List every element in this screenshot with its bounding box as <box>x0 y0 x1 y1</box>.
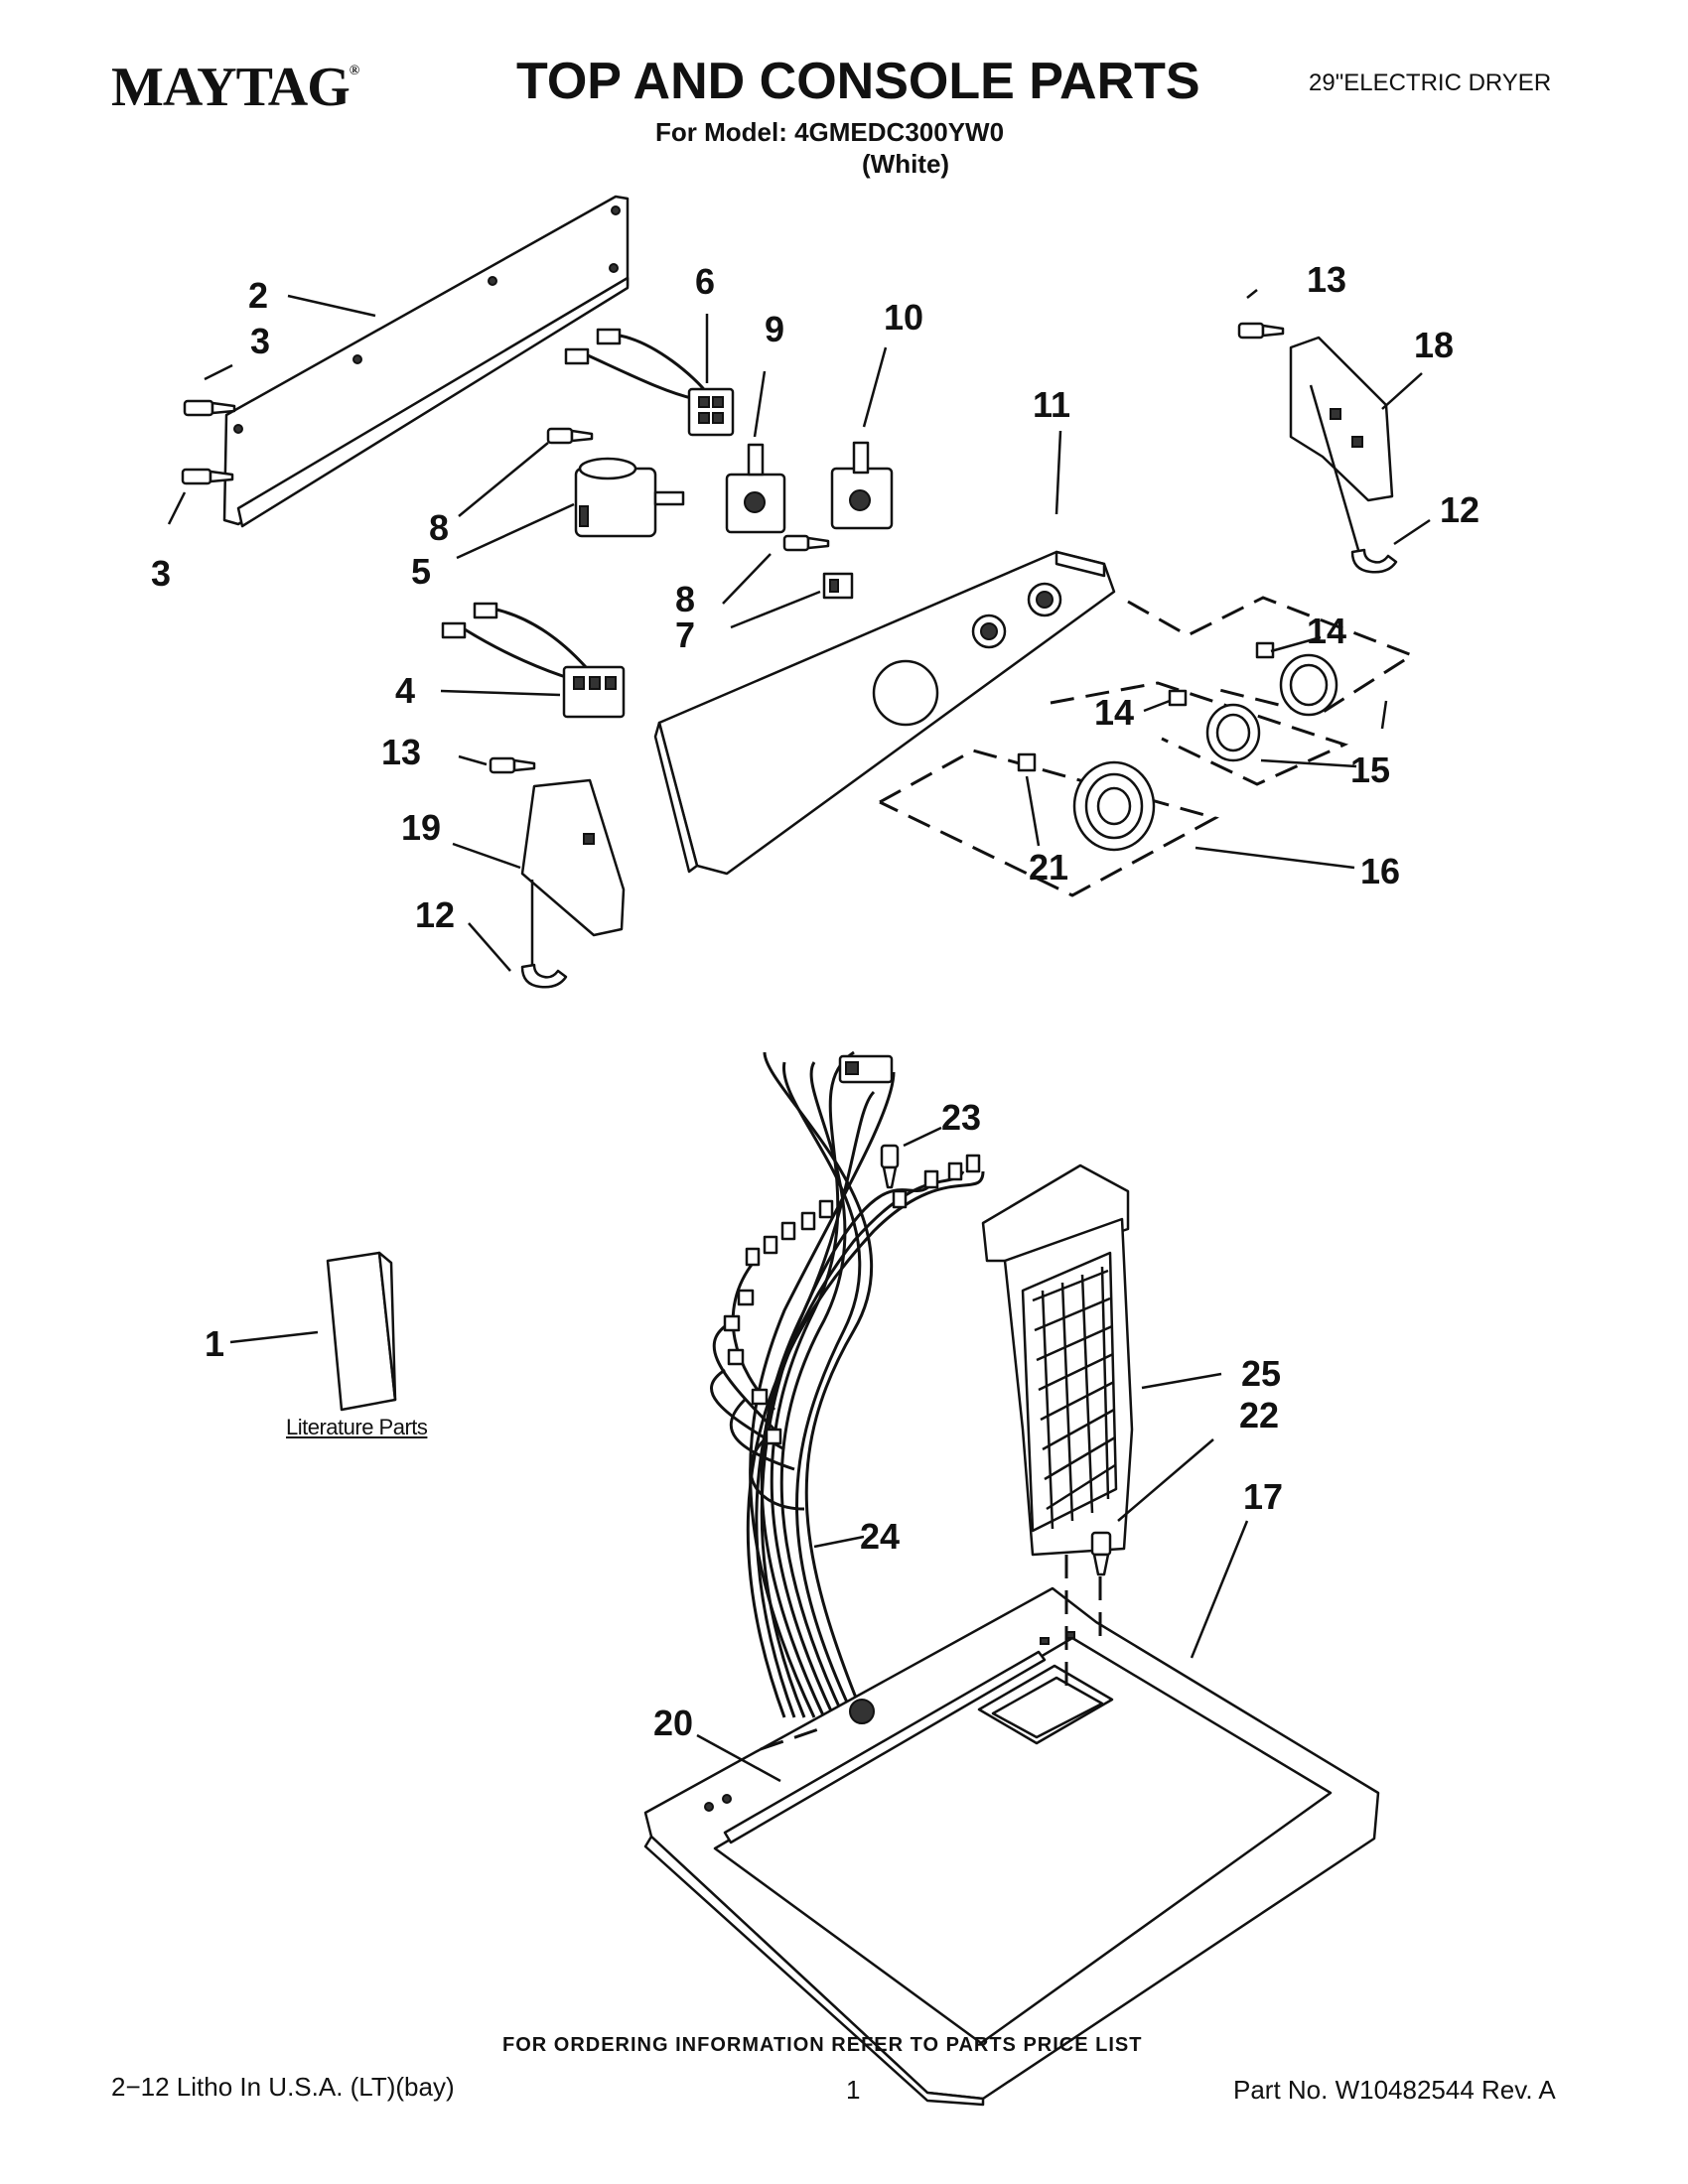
callout-6: 6 <box>695 261 715 302</box>
leader-lines-bottom <box>760 1555 1102 1751</box>
part-24-main-harness <box>710 1050 985 1718</box>
callout-1: 1 <box>205 1323 224 1364</box>
part-number: Part No. W10482544 Rev. A <box>1233 2075 1556 2105</box>
color-line: (White) <box>862 149 950 179</box>
callout-16: 16 <box>1360 851 1400 891</box>
callout-18: 18 <box>1414 325 1454 365</box>
part-12-clip <box>520 548 1398 989</box>
part-16-knob <box>1072 760 1156 852</box>
part-8-screw <box>546 427 830 552</box>
literature-parts-label: Literature Parts <box>286 1415 428 1439</box>
callout-3: 3 <box>151 553 171 594</box>
callout-13: 13 <box>381 732 421 772</box>
callout-8: 8 <box>675 579 695 619</box>
callout-23: 23 <box>941 1097 981 1138</box>
part-1-literature <box>229 1251 397 1412</box>
part-15-knob <box>1205 653 1338 762</box>
part-9-switch <box>725 443 786 534</box>
callout-24: 24 <box>860 1516 900 1557</box>
part-23-screw <box>880 1126 942 1189</box>
callout-13: 13 <box>1307 259 1346 300</box>
product-label: 29"ELECTRIC DRYER <box>1309 69 1552 96</box>
part-18-end-cap <box>1289 336 1394 502</box>
part-13-screw <box>489 322 1285 774</box>
callout-15: 15 <box>1350 750 1390 790</box>
part-2-console-back <box>222 195 630 528</box>
callout-12: 12 <box>1440 489 1479 530</box>
callout-19: 19 <box>401 807 441 848</box>
callout-25: 25 <box>1241 1353 1281 1394</box>
callout-21: 21 <box>1029 847 1068 887</box>
callout-14: 14 <box>1094 692 1134 733</box>
model-line: For Model: 4GMEDC300YW0 <box>655 117 1005 147</box>
leader-lines-top <box>167 289 1431 972</box>
ordering-info: FOR ORDERING INFORMATION REFER TO PARTS … <box>502 2034 1143 2056</box>
callout-5: 5 <box>411 551 431 592</box>
part-25-lint-screen <box>981 1163 1222 1557</box>
callout-4: 4 <box>395 670 415 711</box>
callout-labels: 2 3 3 4 5 6 7 8 8 9 10 11 12 12 13 13 14… <box>151 259 1479 1743</box>
litho-info: 2−12 Litho In U.S.A. (LT)(bay) <box>111 2072 455 2102</box>
brand-logo: MAYTAG® <box>111 57 359 118</box>
part-14-clip <box>1168 641 1275 707</box>
page-number: 1 <box>846 2075 861 2105</box>
callout-11: 11 <box>1033 384 1070 425</box>
page-title: TOP AND CONSOLE PARTS <box>516 53 1200 110</box>
callout-14: 14 <box>1307 611 1346 651</box>
part-11-console <box>653 550 1116 876</box>
callout-10: 10 <box>884 297 923 338</box>
part-21-clip <box>1017 752 1037 772</box>
part-20-top-panel <box>643 1520 1380 2107</box>
part-4-wire-harness <box>441 602 626 719</box>
callout-12: 12 <box>415 894 455 935</box>
part-7-clip <box>822 572 854 600</box>
callout-9: 9 <box>765 309 784 349</box>
callout-7: 7 <box>675 614 695 655</box>
callout-20: 20 <box>653 1703 693 1743</box>
part-19-end-cap <box>520 778 626 937</box>
callout-8: 8 <box>429 507 449 548</box>
callout-2: 2 <box>248 275 268 316</box>
callout-22: 22 <box>1239 1395 1279 1435</box>
part-5-timer <box>574 457 685 538</box>
part-10-switch <box>830 441 894 530</box>
part-6-wire-harness <box>564 328 735 437</box>
part-22-screw <box>1090 1438 1214 1576</box>
callout-17: 17 <box>1243 1476 1283 1517</box>
callout-3: 3 <box>250 321 270 361</box>
part-3-screw <box>181 399 236 485</box>
